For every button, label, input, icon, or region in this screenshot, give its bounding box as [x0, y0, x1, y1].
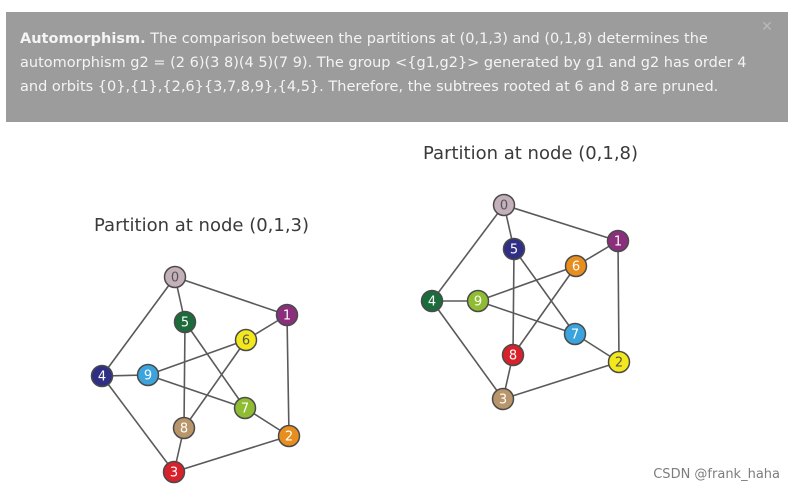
- edge-3-4: [101, 375, 175, 473]
- banner-text: The comparison between the partitions at…: [20, 31, 747, 95]
- banner-close-icon: ✕: [761, 19, 773, 35]
- node-7: 7: [563, 322, 587, 346]
- node-label: 7: [241, 402, 249, 417]
- edge-1-2: [617, 240, 620, 363]
- edge-3-4: [431, 300, 504, 400]
- node-5: 5: [173, 310, 197, 334]
- edge-2-3: [502, 361, 620, 400]
- node-2: 2: [277, 424, 301, 448]
- node-2: 2: [607, 350, 631, 374]
- node-circle: [491, 387, 515, 411]
- node-circle: [502, 237, 526, 261]
- node-9: 9: [136, 363, 160, 387]
- node-3: 3: [162, 460, 186, 484]
- node-label: 5: [510, 243, 518, 258]
- edge-6-9: [477, 265, 577, 302]
- node-label: 7: [571, 328, 579, 343]
- node-label: 8: [180, 422, 188, 437]
- node-3: 3: [491, 387, 515, 411]
- node-circle: [466, 289, 490, 313]
- edge-5-8: [512, 248, 515, 356]
- node-6: 6: [234, 328, 258, 352]
- node-circle: [234, 328, 258, 352]
- node-circle: [162, 460, 186, 484]
- node-circle: [563, 322, 587, 346]
- node-label: 6: [572, 260, 580, 275]
- edge-5-7: [184, 321, 246, 409]
- right-graph-title: Partition at node (0,1,8): [423, 143, 639, 164]
- node-circle: [136, 363, 160, 387]
- edge-7-9: [147, 374, 246, 409]
- node-7: 7: [233, 396, 257, 420]
- node-label: 3: [499, 393, 507, 408]
- node-circle: [233, 396, 257, 420]
- node-circle: [90, 364, 114, 388]
- node-1: 1: [606, 229, 630, 253]
- node-label: 2: [285, 430, 293, 445]
- node-label: 0: [500, 199, 508, 214]
- edge-7-9: [477, 300, 576, 335]
- watermark: CSDN @frank_haha: [653, 467, 780, 482]
- edge-6-8: [512, 265, 577, 356]
- node-circle: [492, 193, 516, 217]
- node-0: 0: [492, 193, 516, 217]
- node-label: 5: [181, 316, 189, 331]
- banner-heading: Automorphism.: [20, 31, 146, 47]
- left-graph-title: Partition at node (0,1,3): [94, 215, 310, 236]
- node-5: 5: [502, 237, 526, 261]
- edge-4-0: [101, 276, 176, 377]
- node-8: 8: [172, 416, 196, 440]
- node-label: 0: [171, 271, 179, 286]
- node-4: 4: [420, 289, 444, 313]
- node-label: 9: [144, 369, 152, 384]
- node-label: 4: [428, 295, 436, 310]
- node-circle: [607, 350, 631, 374]
- edge-1-2: [286, 314, 290, 437]
- node-circle: [420, 289, 444, 313]
- edge-4-0: [431, 204, 505, 302]
- edge-6-9: [147, 339, 247, 376]
- node-0: 0: [163, 265, 187, 289]
- node-1: 1: [275, 303, 299, 327]
- node-label: 8: [509, 349, 517, 364]
- node-circle: [564, 254, 588, 278]
- node-label: 6: [242, 334, 250, 349]
- node-6: 6: [564, 254, 588, 278]
- node-label: 2: [615, 356, 623, 371]
- edge-2-3: [173, 435, 290, 473]
- node-circle: [172, 416, 196, 440]
- edge-0-1: [174, 276, 288, 316]
- edge-5-8: [183, 321, 186, 429]
- node-label: 1: [283, 309, 291, 324]
- edge-6-8: [183, 339, 247, 429]
- node-circle: [163, 265, 187, 289]
- node-9: 9: [466, 289, 490, 313]
- edge-0-1: [503, 204, 619, 242]
- node-circle: [501, 343, 525, 367]
- node-label: 1: [614, 235, 622, 250]
- edge-5-7: [513, 248, 576, 335]
- automorphism-banner: ✕ Automorphism. The comparison between t…: [6, 12, 788, 122]
- node-label: 9: [474, 295, 482, 310]
- node-label: 3: [170, 466, 178, 481]
- node-circle: [606, 229, 630, 253]
- node-circle: [277, 424, 301, 448]
- node-label: 4: [98, 370, 106, 385]
- node-circle: [173, 310, 197, 334]
- node-circle: [275, 303, 299, 327]
- node-4: 4: [90, 364, 114, 388]
- node-8: 8: [501, 343, 525, 367]
